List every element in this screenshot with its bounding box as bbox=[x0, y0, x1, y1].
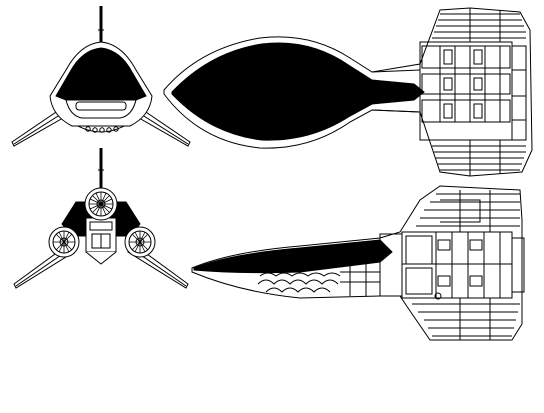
side-belly-fin bbox=[412, 298, 520, 340]
top-fuselage bbox=[171, 42, 425, 141]
top-fin-upper bbox=[432, 8, 526, 42]
side-tail-fin bbox=[416, 190, 520, 232]
front-view bbox=[11, 6, 191, 147]
side-engine-block bbox=[379, 231, 525, 300]
front-intake-slot bbox=[75, 101, 127, 111]
front-intake bbox=[65, 99, 137, 119]
top-engine-block bbox=[419, 41, 527, 141]
rear-antenna bbox=[98, 148, 104, 192]
side-ventral-panels bbox=[257, 262, 380, 296]
rear-thruster-top bbox=[84, 187, 118, 221]
top-fin-lower bbox=[432, 140, 526, 176]
rear-thruster-left bbox=[48, 226, 80, 258]
rear-thruster-right bbox=[124, 226, 156, 258]
rear-view bbox=[13, 148, 189, 289]
side-view bbox=[191, 185, 525, 341]
side-canopy bbox=[193, 239, 393, 274]
top-view bbox=[163, 7, 533, 177]
front-lights bbox=[85, 126, 119, 133]
front-antenna bbox=[98, 6, 104, 48]
rear-central-mechanism bbox=[85, 217, 117, 265]
front-canopy bbox=[55, 47, 147, 101]
